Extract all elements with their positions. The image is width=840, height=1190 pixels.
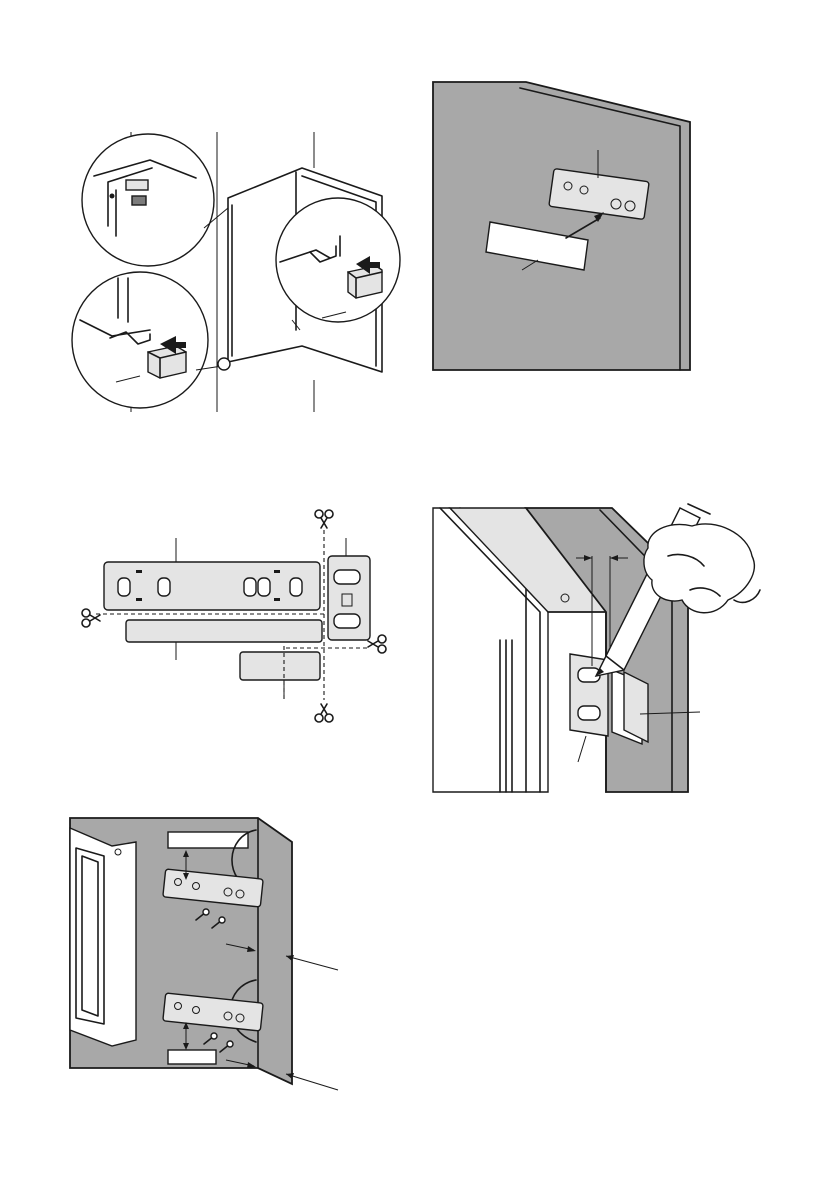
mounting-plate [612, 670, 648, 744]
main-bracket-plate [104, 562, 320, 610]
figure-1-door-corner-blocks [72, 132, 400, 412]
figure-2-bracket-on-panel [433, 82, 690, 370]
scissors-icon [82, 609, 100, 627]
scissors-icon [315, 704, 333, 722]
figure-5-panel-bracket-mounting [70, 818, 338, 1090]
hinge-detail-marker [218, 358, 230, 370]
callout-circle-top [82, 134, 228, 266]
figure-4-pencil-marking [433, 504, 760, 792]
appliance-door-frame [70, 828, 136, 1046]
callout-circle-bottom-left [72, 272, 222, 408]
template-strip-long [126, 620, 322, 642]
bottom-clearance-label-box [168, 1050, 216, 1064]
scissors-icon [368, 635, 386, 653]
figure-3-template-cutting [82, 510, 386, 722]
side-bracket-plate [328, 556, 370, 640]
template-strip-short [240, 652, 320, 680]
scissors-icon [315, 510, 333, 528]
